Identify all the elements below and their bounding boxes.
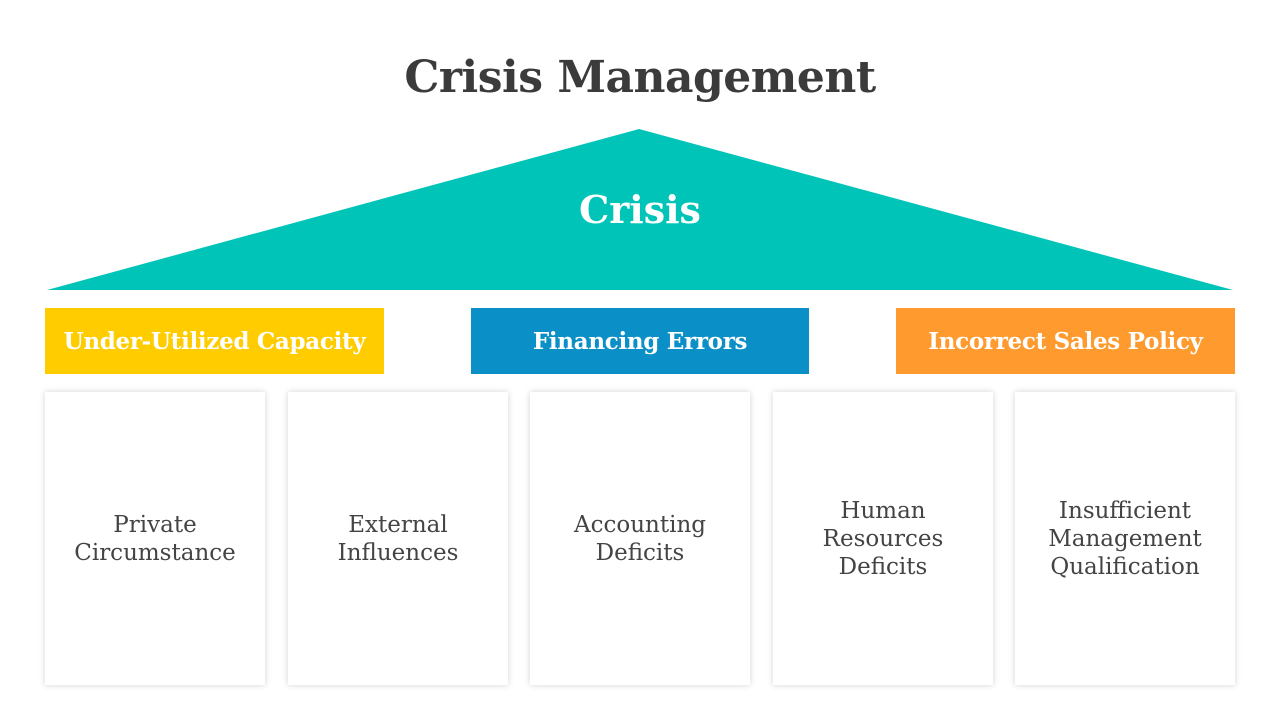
card-insufficient-management-qualification: Insufficient Management Qualification [1015, 392, 1235, 685]
card-text: Accounting Deficits [574, 511, 706, 566]
card-text: Insufficient Management Qualification [1048, 497, 1202, 580]
category-under-utilized-capacity: Under-Utilized Capacity [45, 308, 384, 374]
page-title: Crisis Management [404, 52, 876, 103]
card-human-resources-deficits: Human Resources Deficits [773, 392, 993, 685]
category-financing-errors: Financing Errors [471, 308, 809, 374]
roof-shape [47, 129, 1233, 290]
card-text: Human Resources Deficits [822, 497, 944, 580]
card-accounting-deficits: Accounting Deficits [530, 392, 750, 685]
category-incorrect-sales-policy: Incorrect Sales Policy [896, 308, 1235, 374]
card-text: External Influences [337, 511, 459, 566]
card-text: Private Circumstance [74, 511, 236, 566]
card-private-circumstance: Private Circumstance [45, 392, 265, 685]
category-label: Financing Errors [532, 327, 748, 355]
category-label: Incorrect Sales Policy [928, 327, 1203, 355]
card-external-influences: External Influences [288, 392, 508, 685]
roof-label: Crisis [579, 187, 701, 232]
category-label: Under-Utilized Capacity [63, 327, 366, 355]
